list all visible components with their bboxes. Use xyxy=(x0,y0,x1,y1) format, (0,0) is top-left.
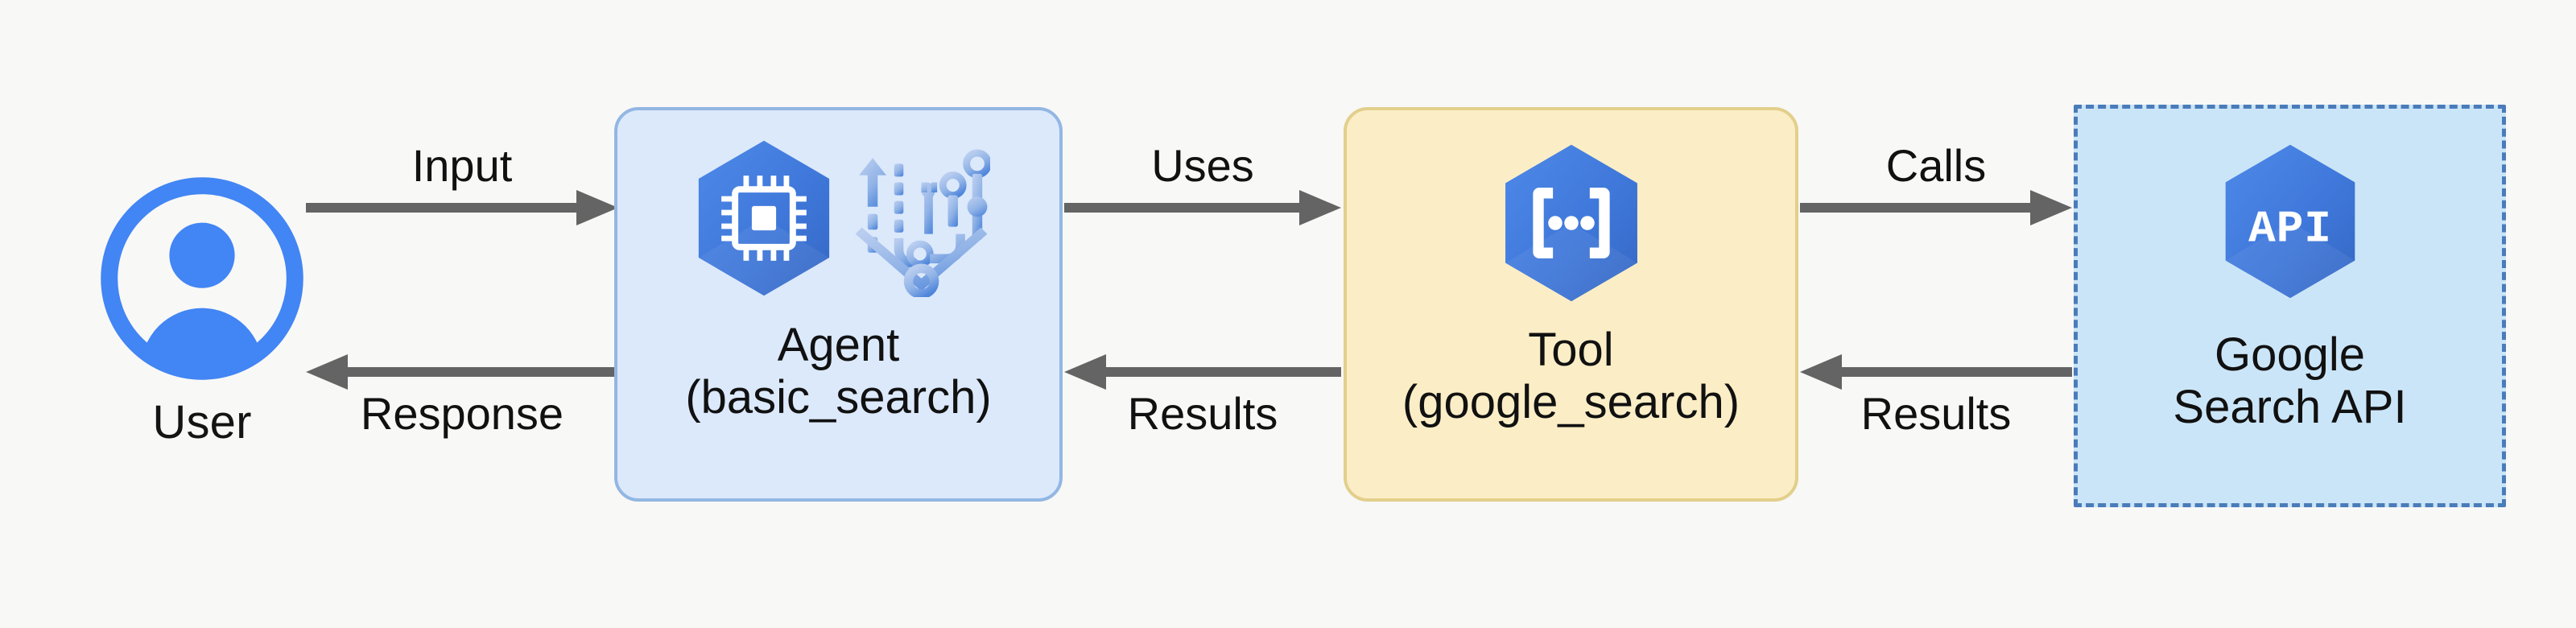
edge-label-calls: Calls xyxy=(1885,140,1987,191)
cpu-chip-hexagon-icon xyxy=(698,140,829,296)
arrow-left-icon xyxy=(1800,354,2072,390)
edge-label-uses: Uses xyxy=(1151,140,1254,191)
tool-icon-row xyxy=(1494,143,1649,304)
code-braces-hexagon-icon xyxy=(1505,144,1637,302)
edge-tool-to-api: Calls xyxy=(1800,143,2072,240)
edge-label-response: Response xyxy=(360,388,564,439)
node-google-search-api-label: Google Search API xyxy=(2173,328,2407,433)
edge-label-results-api: Results xyxy=(1860,388,2012,439)
node-tool[interactable]: Tool (google_search) xyxy=(1344,107,1798,502)
api-hexagon-icon: API xyxy=(2225,144,2355,299)
agent-icon-row xyxy=(687,138,990,299)
edge-tool-to-agent: Results xyxy=(1064,340,1341,436)
arrow-right-icon xyxy=(1064,190,1341,225)
api-icon-row: API xyxy=(2215,141,2366,302)
api-hexagon-text: API xyxy=(2248,203,2332,254)
node-agent-label: Agent (basic_search) xyxy=(685,319,992,423)
node-google-search-api[interactable]: API Google Search API xyxy=(2074,105,2506,507)
edge-agent-to-user: Response xyxy=(306,340,618,436)
agent-workflow-icon xyxy=(855,149,990,297)
node-agent[interactable]: Agent (basic_search) xyxy=(614,107,1063,502)
edge-user-to-agent: Input xyxy=(306,143,618,240)
arrow-left-icon xyxy=(1064,354,1341,390)
arrow-right-icon xyxy=(1800,190,2072,225)
node-tool-label: Tool (google_search) xyxy=(1402,324,1740,428)
edge-agent-to-tool: Uses xyxy=(1064,143,1341,240)
edge-api-to-tool: Results xyxy=(1800,340,2072,436)
arrow-right-icon xyxy=(306,190,618,225)
node-user[interactable]: User xyxy=(69,173,335,495)
user-avatar-icon xyxy=(101,177,303,380)
edge-label-results-tool: Results xyxy=(1127,388,1278,439)
node-user-label: User xyxy=(152,396,252,448)
edge-label-input: Input xyxy=(411,140,513,191)
arrow-left-icon xyxy=(306,354,618,390)
